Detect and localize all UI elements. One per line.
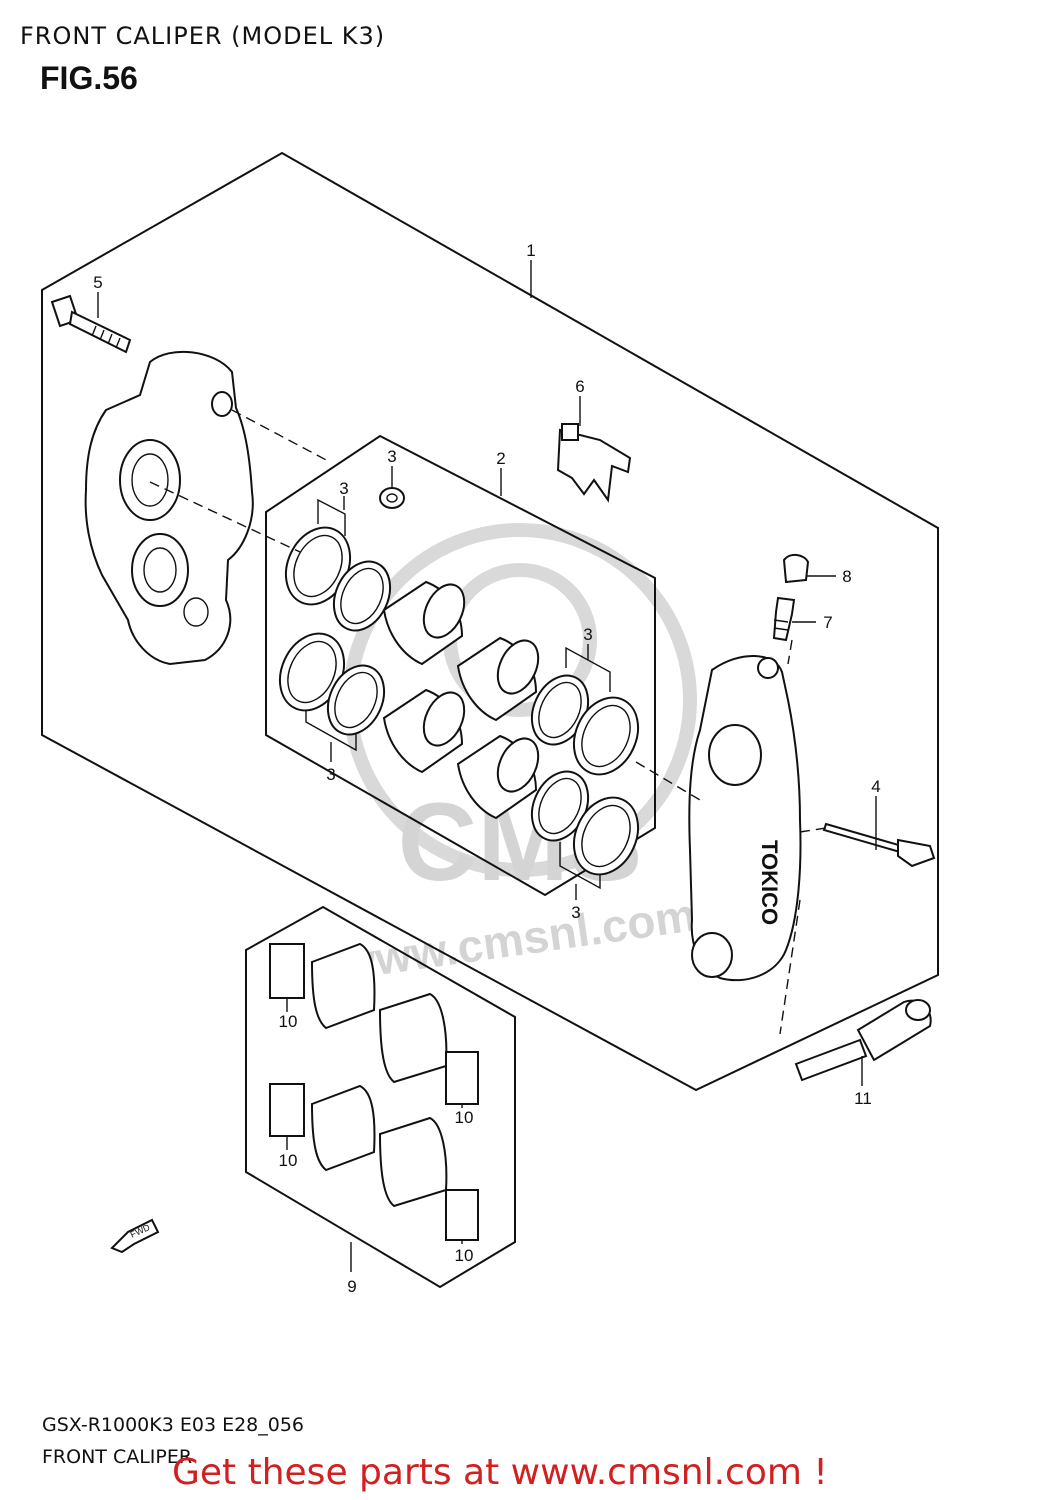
alignment-line [799,827,827,833]
callouts: 1 2 3 3 3 3 3 4 5 6 7 8 9 10 10 10 10 11 [93,241,880,1296]
caliper-brand-label: TOKICO [757,840,782,925]
pad-shim [269,943,305,999]
alignment-line [149,481,301,553]
pistons [382,580,540,820]
forward-direction-marker: FWD [110,1218,160,1254]
pad-set-box [245,905,516,1289]
callout-3: 3 [387,447,396,466]
callout-10: 10 [279,1151,298,1170]
callout-10: 10 [279,1012,298,1031]
callout-11: 11 [854,1089,872,1108]
caliper-bolt-bottom [794,999,932,1082]
model-code: GSX-R1000K3 E03 E28_056 [42,1414,305,1436]
alignment-line [231,409,331,463]
alignment-line [635,761,701,801]
section-name: FRONT CALIPER [42,1446,193,1468]
promo-link[interactable]: Get these parts at www.cmsnl.com ! [172,1452,828,1493]
callout-7: 7 [823,613,832,632]
callout-4: 4 [871,777,880,796]
seal-bracket-top-left [317,498,346,536]
callout-10: 10 [455,1108,474,1127]
seal-bracket-bottom-right [559,842,601,890]
pad-spring-tab [561,423,579,441]
callout-8: 8 [842,567,851,586]
pad-spring [556,428,632,503]
washer-hole [386,493,398,503]
callout-1: 1 [526,241,535,260]
callout-9: 9 [347,1277,356,1296]
callout-6: 6 [575,377,584,396]
caliper-half-right: TOKICO [688,655,802,982]
alignment-line [787,639,793,665]
pad-pin [822,822,936,868]
alignment-line [779,899,801,1035]
piston-set-box [265,434,656,897]
bleeder-cap [782,554,810,584]
figure-number: FIG.56 [40,60,138,96]
callout-3: 3 [583,625,592,644]
caliper-bolt-top [50,294,132,354]
callout-5: 5 [93,273,102,292]
callout-3: 3 [571,903,580,922]
leader-lines [97,260,877,1272]
piston-seals [278,526,640,876]
brake-pads [269,942,479,1241]
callout-2: 2 [496,449,505,468]
bleeder-valve [772,596,796,642]
page-title: FRONT CALIPER (MODEL K3) [20,22,386,50]
caliper-half-left [84,350,254,666]
callout-3: 3 [326,765,335,784]
callout-3: 3 [339,479,348,498]
washer [379,487,405,509]
callout-10: 10 [455,1246,474,1265]
caliper-assembly-box [41,151,939,1092]
